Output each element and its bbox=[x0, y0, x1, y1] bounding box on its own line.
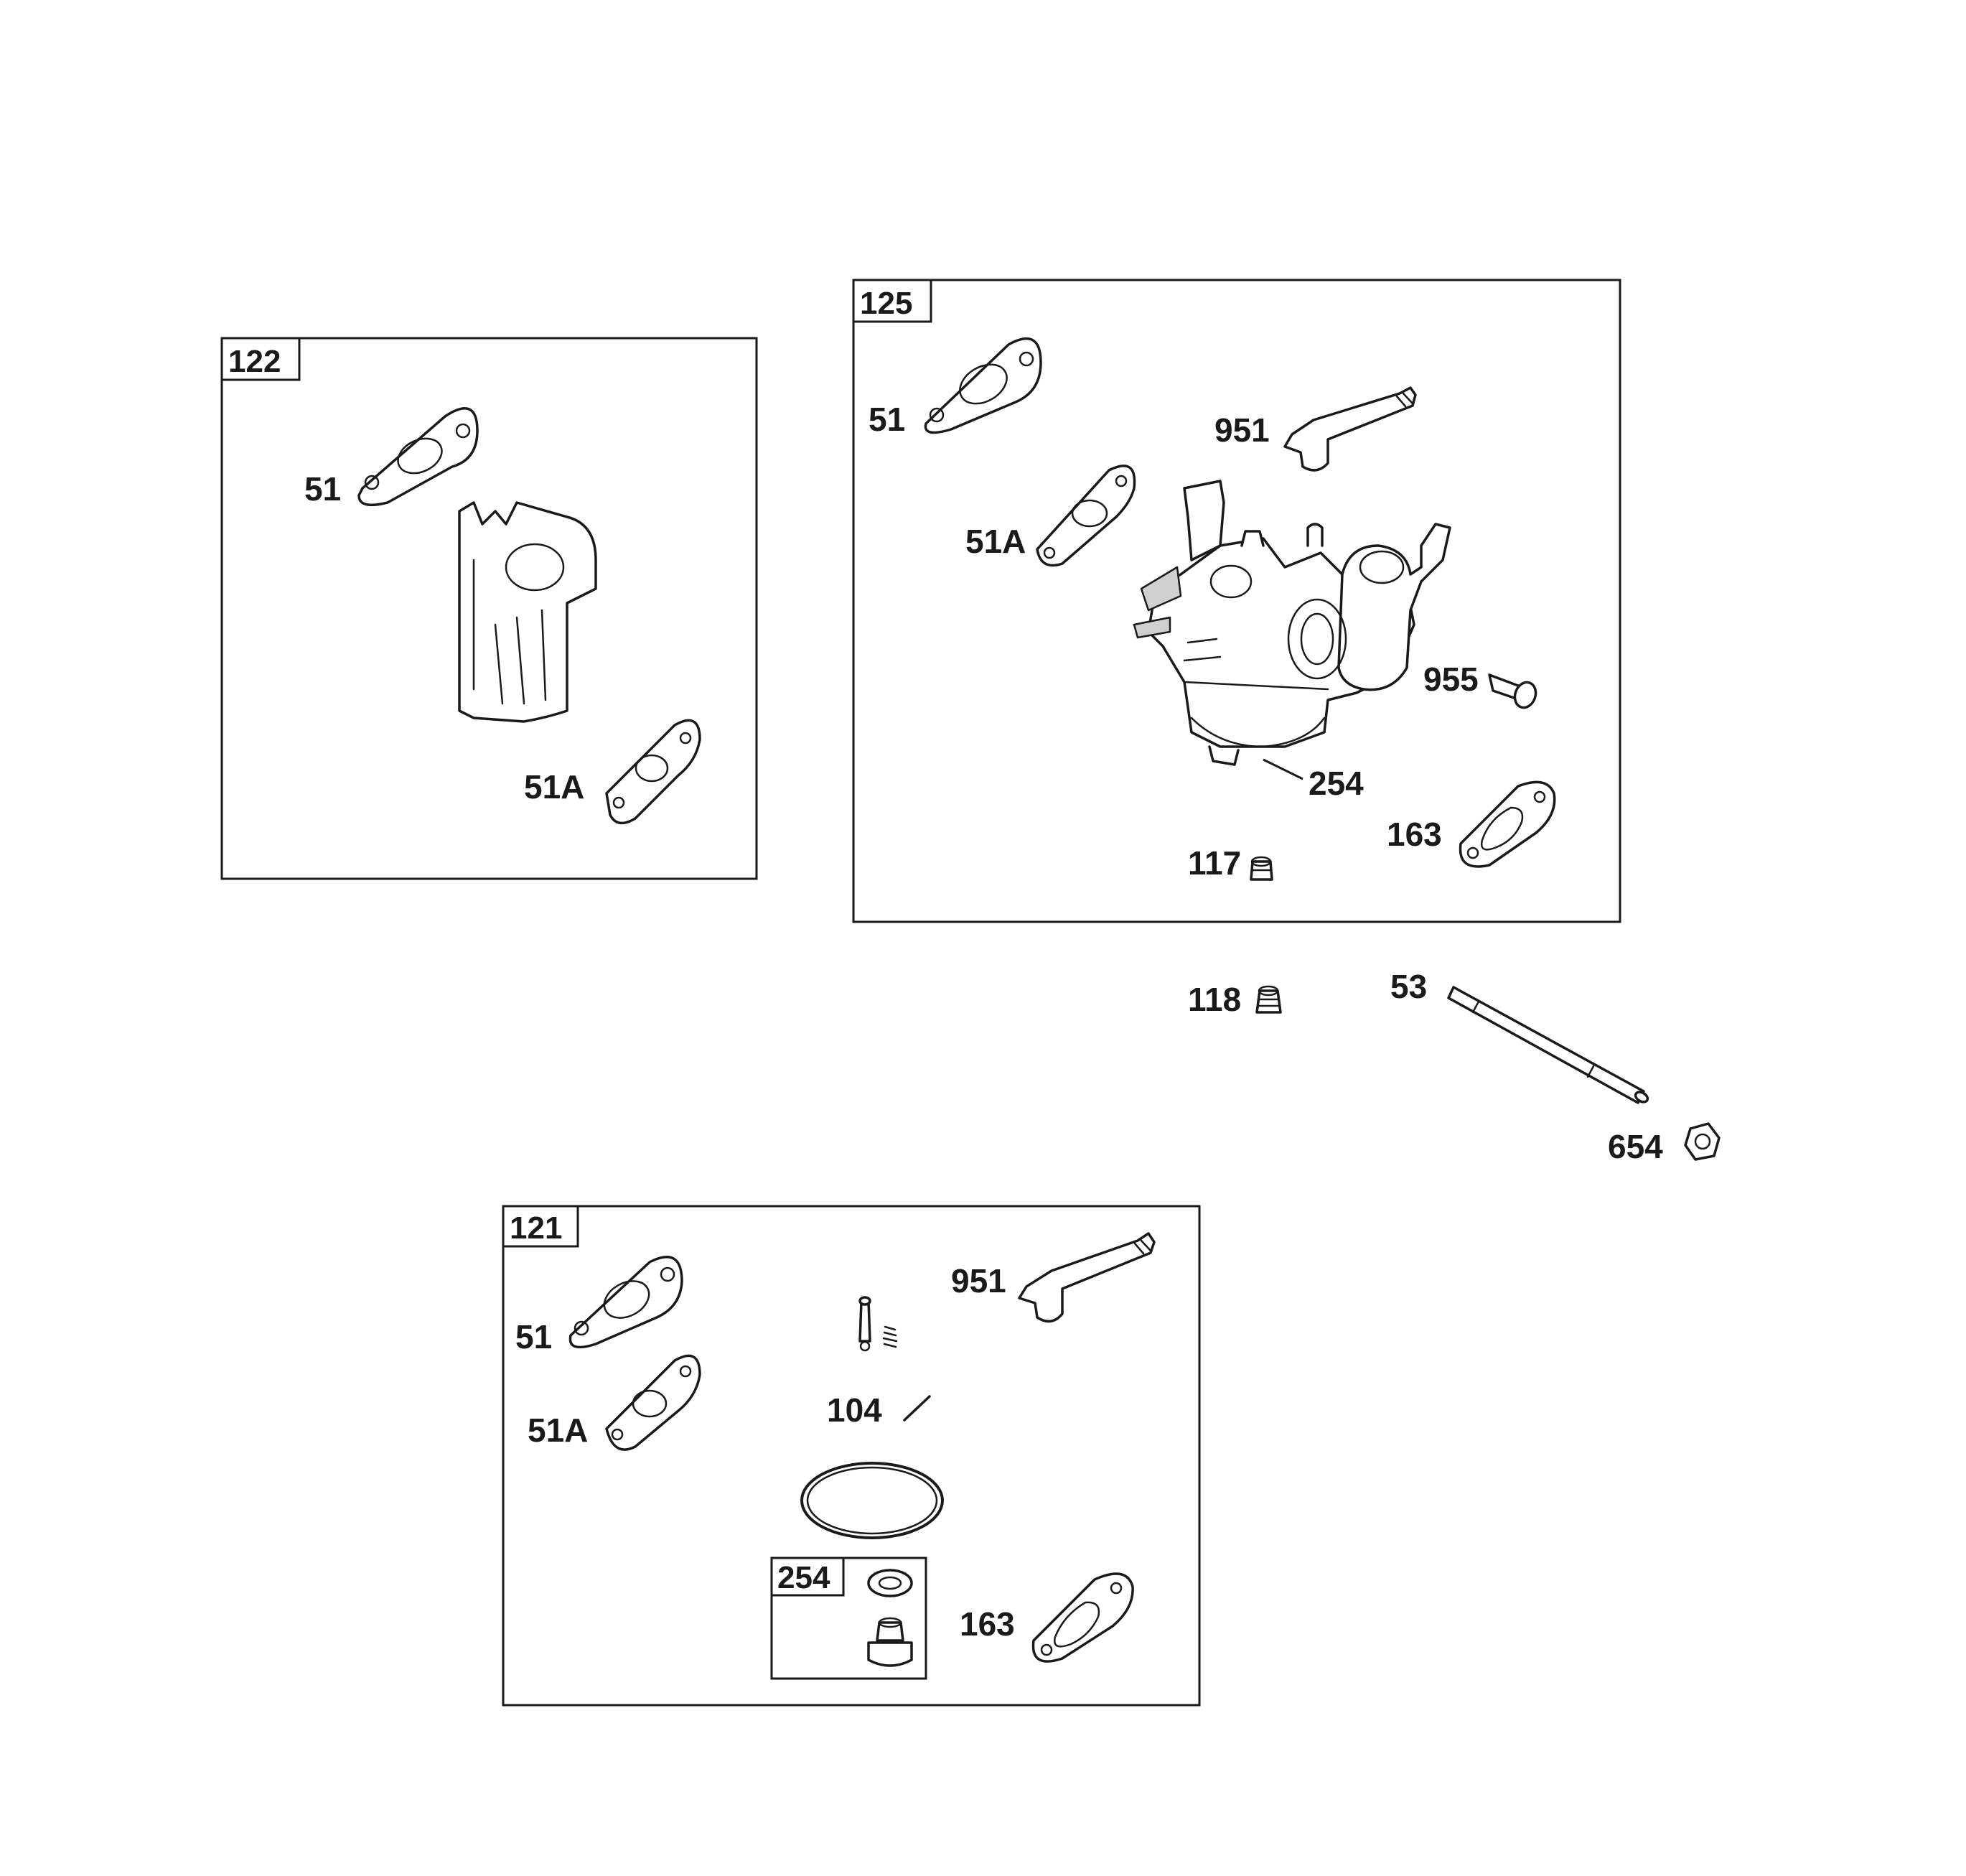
kit-125-label-117: 117 bbox=[1188, 844, 1241, 882]
kit-125-box bbox=[852, 279, 1621, 923]
kit-122-label-51: 51 bbox=[304, 470, 341, 508]
kit-122-gasket-51 bbox=[357, 407, 479, 507]
kit-121-group: 121 51 51A 951 bbox=[502, 1205, 1201, 1707]
kit-121-tab bbox=[502, 1205, 579, 1248]
jet-118 bbox=[1255, 985, 1282, 1014]
kit-125-label-951: 951 bbox=[1214, 411, 1270, 449]
kit-122-label-51a: 51A bbox=[524, 768, 584, 806]
kit-125-label-51a: 51A bbox=[965, 523, 1026, 560]
kit-122-tab bbox=[220, 337, 301, 381]
kit-122-spacer-bracket bbox=[458, 501, 597, 723]
kit-125-label-955: 955 bbox=[1423, 661, 1479, 698]
kit-121-gasket-163 bbox=[1031, 1572, 1134, 1663]
kit-254-group: 254 bbox=[770, 1557, 927, 1680]
kit-122-group: 122 51 51A bbox=[220, 337, 758, 880]
label-53: 53 bbox=[1390, 968, 1427, 1005]
kit-121-label-51a: 51A bbox=[528, 1411, 588, 1449]
kit-121-pin-104 bbox=[903, 1395, 931, 1422]
kit-121-needle-spring bbox=[858, 1296, 898, 1352]
kit-254-bolt bbox=[867, 1617, 913, 1667]
kit-121-gasket-51 bbox=[568, 1256, 683, 1349]
kit-121-o-ring bbox=[800, 1462, 944, 1539]
kit-125-label-51: 51 bbox=[869, 401, 905, 438]
kit-121-label-163: 163 bbox=[960, 1605, 1015, 1643]
kit-125-carburetor-assembly bbox=[1133, 480, 1451, 766]
kit-254-box bbox=[770, 1557, 927, 1680]
kit-125-gasket-163 bbox=[1459, 780, 1556, 868]
kit-121-gasket-51a bbox=[605, 1354, 701, 1451]
kit-125-leader-254 bbox=[1263, 758, 1303, 780]
kit-125-choke-lever-951 bbox=[1283, 386, 1417, 472]
kit-121-label-951: 951 bbox=[951, 1262, 1006, 1299]
kit-125-screw-955 bbox=[1488, 673, 1537, 709]
kit-254-tab bbox=[770, 1557, 845, 1597]
label-118: 118 bbox=[1188, 981, 1241, 1018]
kit-125-group: 125 51 951 51A bbox=[852, 279, 1621, 923]
kit-125-gasket-51a bbox=[1036, 465, 1136, 567]
kit-121-label-104: 104 bbox=[827, 1391, 882, 1429]
kit-122-box bbox=[220, 337, 758, 880]
kit-121-label-51: 51 bbox=[515, 1318, 552, 1355]
kit-125-tab bbox=[852, 279, 932, 323]
loose-parts-group: 118 53 654 bbox=[1188, 968, 1721, 1165]
nut-654 bbox=[1684, 1122, 1721, 1161]
stud-53 bbox=[1447, 986, 1649, 1104]
kit-121-box bbox=[502, 1205, 1201, 1707]
label-654: 654 bbox=[1608, 1128, 1663, 1165]
kit-122-gasket-51a bbox=[605, 719, 701, 825]
kit-121-number: 121 bbox=[510, 1210, 562, 1246]
kit-254-number: 254 bbox=[777, 1560, 830, 1595]
kit-254-washer bbox=[867, 1569, 913, 1597]
kit-125-label-163: 163 bbox=[1387, 816, 1442, 853]
kit-125-label-254: 254 bbox=[1309, 765, 1364, 802]
kit-121-choke-lever-951 bbox=[1018, 1232, 1156, 1323]
kit-122-number: 122 bbox=[228, 344, 281, 379]
kit-125-gasket-51 bbox=[924, 337, 1042, 434]
kit-125-number: 125 bbox=[860, 286, 912, 321]
kit-125-jet-117 bbox=[1250, 856, 1273, 881]
